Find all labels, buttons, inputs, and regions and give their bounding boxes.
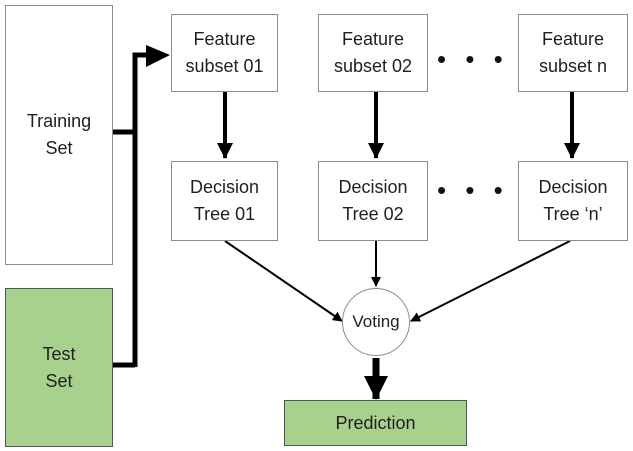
training-set-box: Training Set [5,5,113,265]
tree-01-to-voting-arrow [224,240,343,322]
training-set-label-line1: Training [26,111,92,131]
feature-subset-ellipsis: • • • [437,44,509,74]
feature-subset-02-box: Feature subset 02 [318,14,428,92]
feature-subset-02-line2: subset 02 [333,56,413,76]
prediction-box: Prediction [284,400,467,446]
decision-tree-02-line2: Tree 02 [342,204,404,224]
input-bus-line [132,52,148,367]
feature-subset-01-line2: subset 01 [185,56,264,76]
decision-tree-n-line1: Decision [538,177,608,197]
feature-subset-01-line1: Feature [193,29,256,49]
decision-tree-ellipsis: • • • [437,175,509,205]
prediction-label: Prediction [335,412,416,433]
voting-node: Voting [342,288,410,356]
decision-tree-02-line1: Decision [338,177,408,197]
test-set-label-line1: Test [42,343,76,364]
feature-subset-01-box: Feature subset 01 [171,14,278,92]
feature-subset-02-line1: Feature [341,29,405,49]
decision-tree-n-line2: Tree ‘n’ [543,204,603,224]
decision-tree-01-line1: Decision [189,177,260,197]
decision-tree-01-line2: Tree 01 [193,204,256,224]
test-set-box: Test Set [5,288,113,447]
decision-tree-01-box: Decision Tree 01 [171,161,278,241]
decision-tree-02-box: Decision Tree 02 [318,161,428,241]
voting-label: Voting [352,312,400,331]
test-set-label-line2: Set [45,370,73,391]
feature-subset-n-box: Feature subset n [518,14,628,92]
feature-subset-n-line2: subset n [538,56,608,76]
decision-tree-n-box: Decision Tree ‘n’ [518,161,628,241]
feature-subset-n-line1: Feature [541,29,605,49]
tree-n-to-voting-arrow [410,240,571,322]
training-set-label-line2: Set [45,138,73,158]
bus-to-feature-arrow [146,45,170,67]
